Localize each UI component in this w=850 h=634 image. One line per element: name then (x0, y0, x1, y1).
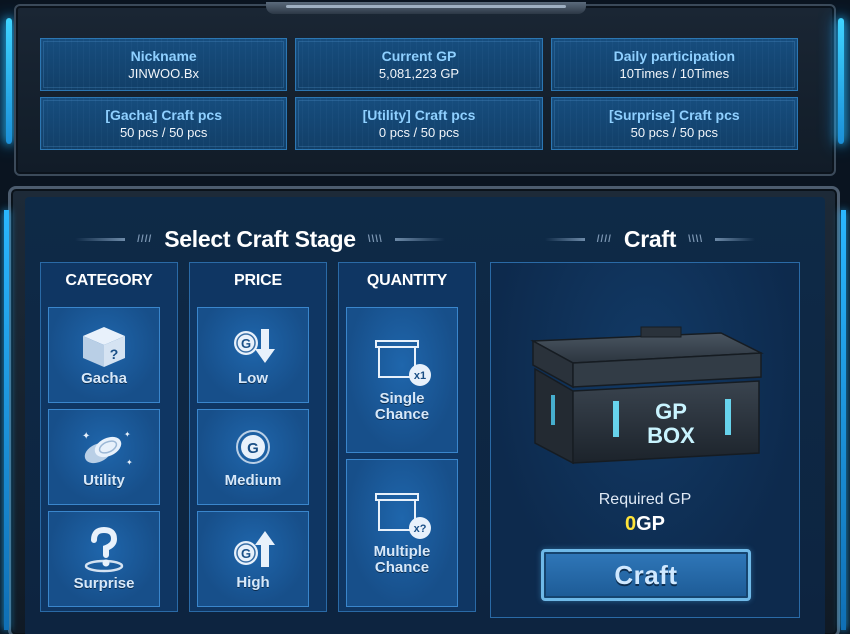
stat-label: [Utility] Craft pcs (362, 106, 476, 123)
title-decor-line (544, 237, 585, 241)
tile-label: Surprise (73, 575, 135, 592)
stat-nickname: Nickname JINWOO.Bx (40, 38, 288, 91)
category-utility-button[interactable]: ✦ ✦ ✦ Utility (48, 409, 160, 505)
price-low-button[interactable]: G Low (197, 307, 309, 403)
category-heading: CATEGORY (65, 272, 153, 289)
single-box-icon: x1 (375, 340, 431, 386)
svg-text:✦: ✦ (124, 430, 131, 439)
title-decor-stripes: //// (137, 233, 153, 245)
gp-coin-icon: G (236, 430, 270, 464)
required-gp-label: Required GP (598, 491, 692, 508)
stat-current-gp: Current GP 5,081,223 GP (295, 38, 543, 91)
stat-value: 50 pcs / 50 pcs (630, 124, 719, 140)
tile-label: Low (238, 370, 268, 387)
select-craft-stage-title: Select Craft Stage (164, 225, 356, 252)
title-decor-line (75, 237, 126, 241)
title-decor-stripes: \\\\ (367, 233, 383, 245)
tile-label: Single Chance (374, 390, 430, 423)
quantity-heading: QUANTITY (366, 272, 448, 289)
stat-label: [Surprise] Craft pcs (608, 106, 740, 123)
stat-label: Daily participation (613, 47, 735, 64)
mystery-box-icon: ? (83, 327, 125, 367)
left-side-glow (4, 210, 9, 630)
stat-value: 10Times / 10Times (619, 65, 730, 81)
tile-label: Multiple Chance (373, 543, 431, 576)
multiple-badge: x? (414, 523, 427, 535)
select-craft-stage-header: //// Select Craft Stage \\\\ (40, 222, 480, 256)
required-gp-value: 0GP (491, 513, 799, 536)
stat-gacha-craft: [Gacha] Craft pcs 50 pcs / 50 pcs (40, 97, 288, 150)
gp-glyph: G (247, 440, 259, 457)
tile-label: Gacha (81, 370, 127, 387)
single-badge: x1 (414, 370, 426, 382)
gp-box-text-1: GP (655, 399, 687, 424)
price-column: PRICE G Low G Medium G High (189, 262, 327, 612)
left-glow-bar (6, 18, 12, 144)
right-glow-bar (838, 18, 844, 144)
coins-icon: ✦ ✦ ✦ (82, 430, 133, 467)
svg-text:✦: ✦ (82, 431, 90, 442)
category-column: CATEGORY ? Gacha ✦ ✦ ✦ Utility Surprise (40, 262, 178, 612)
stat-label: Nickname (130, 47, 197, 64)
quantity-single-button[interactable]: x1 Single Chance (346, 307, 458, 453)
stat-value: 50 pcs / 50 pcs (119, 124, 208, 140)
right-side-glow (841, 210, 846, 630)
tile-label: Medium (224, 472, 282, 489)
tile-label: Utility (83, 472, 125, 489)
title-decor-stripes: \\\\ (688, 233, 704, 245)
price-medium-button[interactable]: G Medium (197, 409, 309, 505)
stat-value: 5,081,223 GP (378, 65, 460, 81)
craft-title: Craft (623, 225, 677, 252)
tile-label: High (236, 574, 270, 591)
gp-glyph: G (241, 546, 251, 561)
price-high-button[interactable]: G High (197, 511, 309, 607)
stat-label: [Gacha] Craft pcs (105, 106, 223, 123)
required-gp-unit: GP (636, 513, 666, 535)
title-decor-line (715, 237, 756, 241)
quantity-column: QUANTITY x1 Single Chance x? Multiple Ch… (338, 262, 476, 612)
mystery-box-glyph: ? (110, 346, 119, 362)
stats-panel: Nickname JINWOO.Bx Current GP 5,081,223 … (14, 2, 836, 176)
stat-label: Current GP (381, 47, 457, 64)
stat-surprise-craft: [Surprise] Craft pcs 50 pcs / 50 pcs (550, 97, 798, 150)
craft-panel: GP BOX Required GP 0GP Craft (490, 262, 800, 618)
quantity-multiple-button[interactable]: x? Multiple Chance (346, 459, 458, 607)
craft-button[interactable]: Craft (541, 549, 751, 601)
category-surprise-button[interactable]: Surprise (48, 511, 160, 607)
title-decor-line (394, 237, 445, 241)
craft-header: //// Craft \\\\ (500, 222, 800, 256)
multiple-box-icon: x? (375, 493, 431, 539)
stats-grid: Nickname JINWOO.Bx Current GP 5,081,223 … (40, 38, 798, 150)
gp-down-icon: G (234, 329, 275, 363)
stat-daily-participation: Daily participation 10Times / 10Times (550, 38, 798, 91)
gp-up-icon: G (234, 531, 275, 567)
panel-top-bar (266, 2, 586, 14)
gp-box-text-2: BOX (647, 423, 695, 448)
question-mark-icon (84, 526, 124, 573)
stat-value: JINWOO.Bx (128, 65, 200, 81)
stat-utility-craft: [Utility] Craft pcs 0 pcs / 50 pcs (295, 97, 543, 150)
gp-box-image: GP BOX (530, 326, 764, 465)
stat-value: 0 pcs / 50 pcs (378, 124, 460, 140)
price-heading: PRICE (234, 272, 282, 289)
svg-text:✦: ✦ (126, 458, 133, 467)
gp-glyph: G (241, 336, 251, 351)
category-gacha-button[interactable]: ? Gacha (48, 307, 160, 403)
title-decor-stripes: //// (596, 233, 612, 245)
required-gp-number: 0 (624, 513, 637, 535)
